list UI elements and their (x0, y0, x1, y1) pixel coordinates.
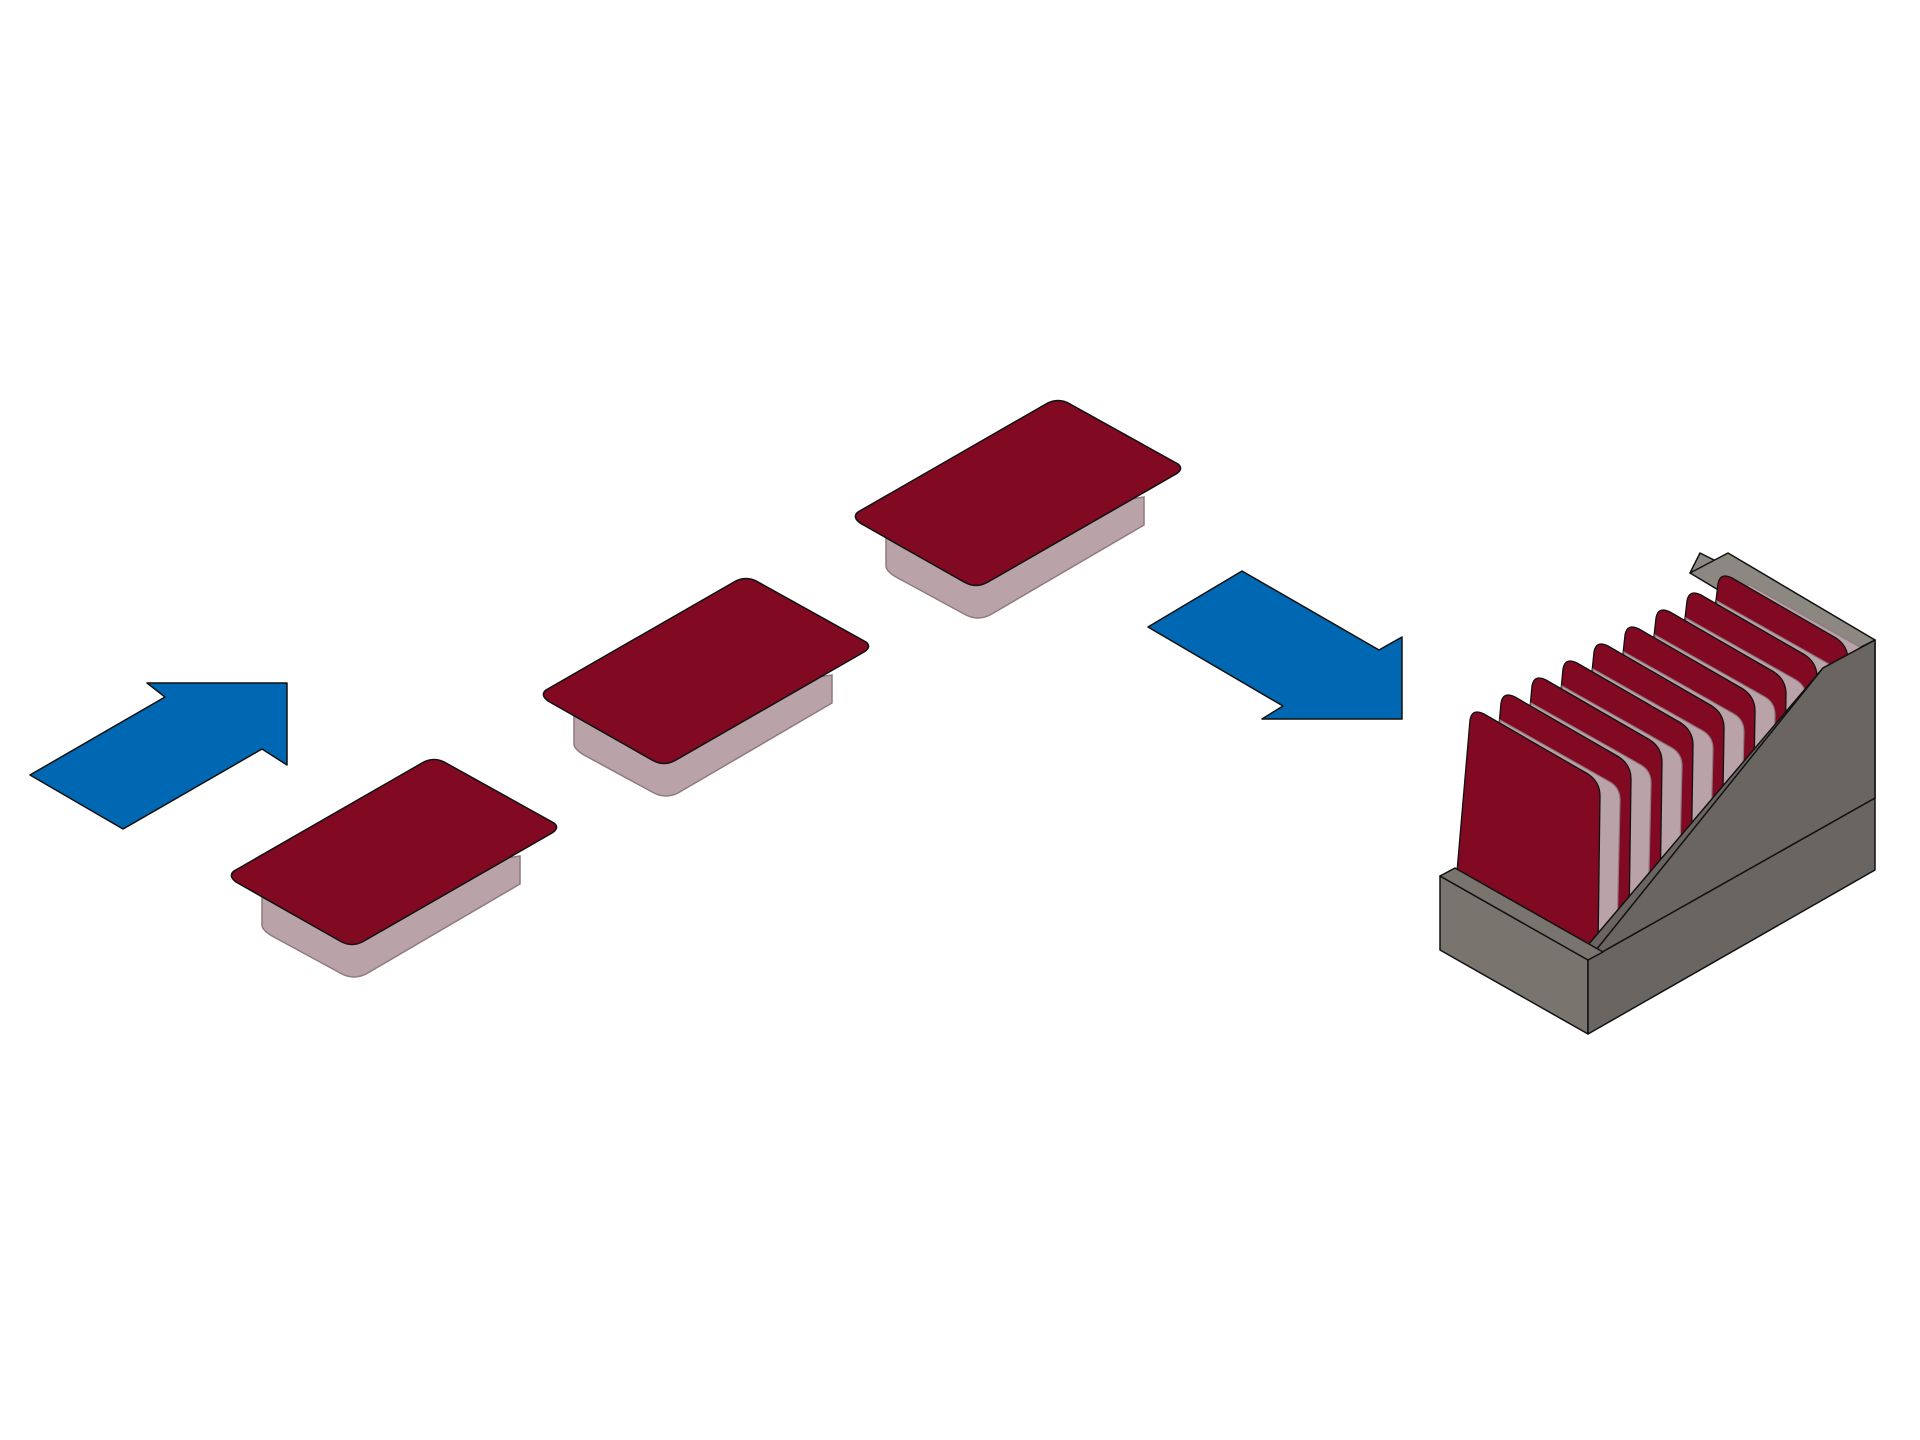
tray-1 (230, 758, 558, 978)
input-arrow-icon (29, 682, 288, 830)
box-side-sloped (1587, 639, 1876, 961)
storage-box (1439, 552, 1876, 1035)
tray-2 (542, 577, 870, 797)
box-left-edge (1439, 867, 1604, 961)
stacked-trays (1455, 575, 1869, 953)
tray-lid (542, 577, 870, 765)
tray-lid (230, 758, 558, 946)
tray-lid (854, 399, 1182, 587)
tray-group (230, 399, 1182, 978)
output-arrow-icon (1147, 570, 1403, 720)
tray-3 (854, 399, 1182, 619)
